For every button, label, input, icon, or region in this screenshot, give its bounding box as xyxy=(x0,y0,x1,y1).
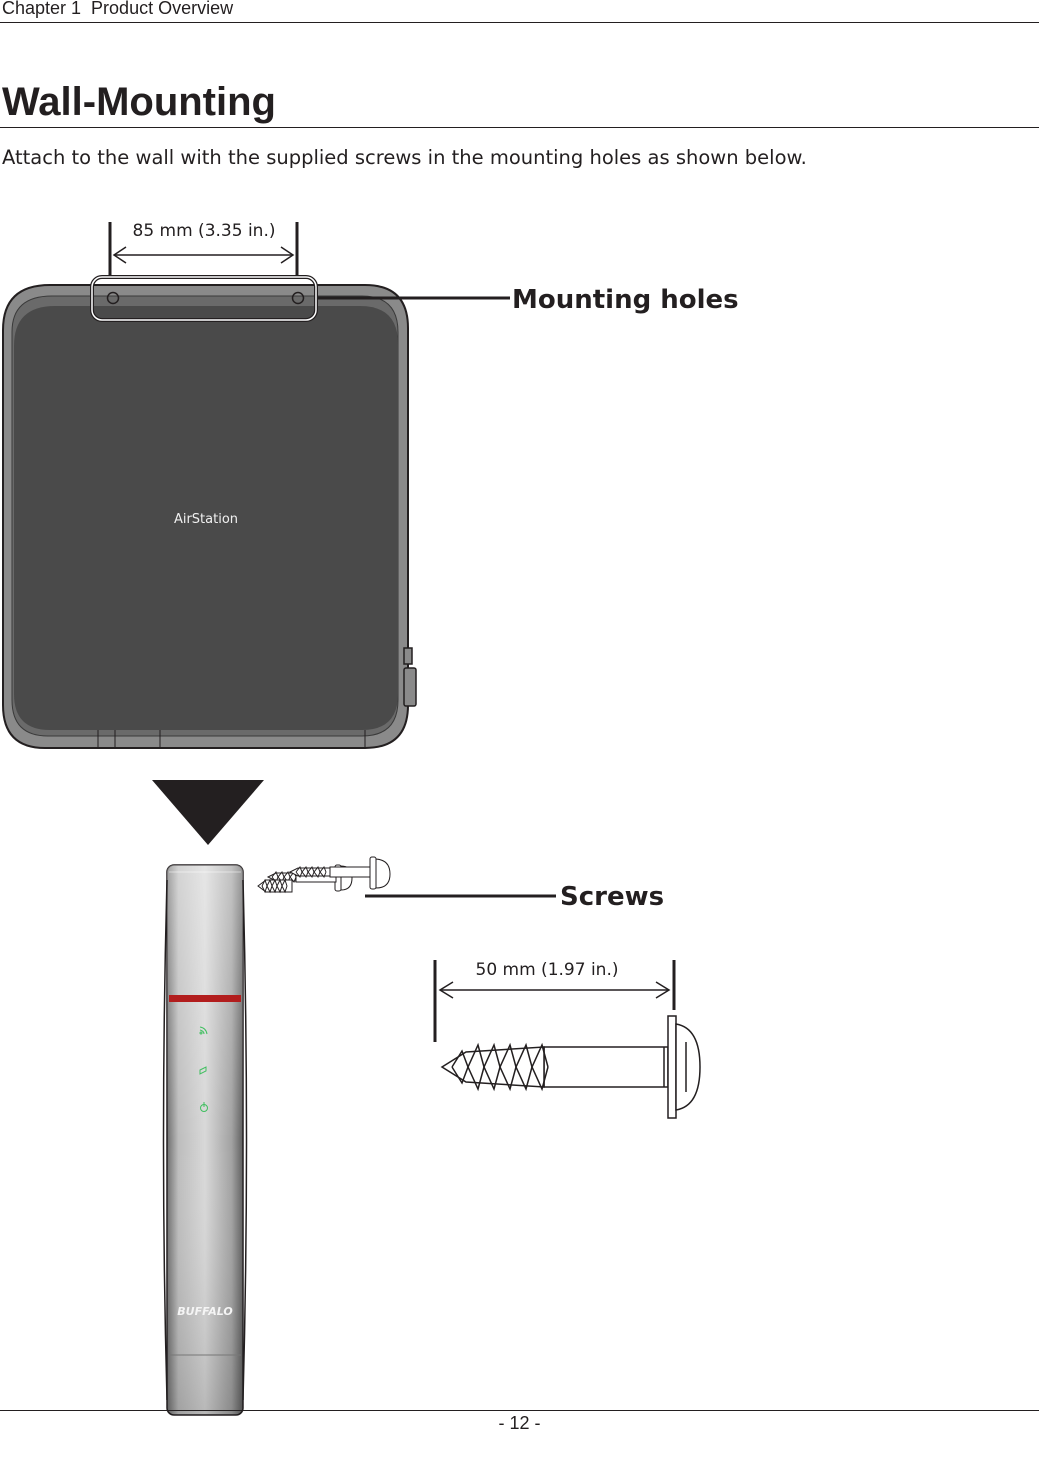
header-divider xyxy=(0,22,1039,23)
airstation-logo: AirStation xyxy=(174,512,238,527)
down-arrow-icon xyxy=(152,780,264,845)
screws-label: Screws xyxy=(560,882,664,912)
title-divider xyxy=(0,127,1039,128)
screws-callout: Screws xyxy=(365,882,664,912)
internet-led-icon xyxy=(199,1066,207,1075)
footer-divider xyxy=(0,1410,1039,1411)
wireless-led-icon xyxy=(199,1026,208,1035)
chapter-header: Chapter 1 Product Overview xyxy=(2,0,234,18)
mounting-hole-right xyxy=(291,291,305,305)
device-back-view: AirStation xyxy=(1,284,417,749)
power-led-icon xyxy=(200,1102,208,1112)
hole-spacing-label: 85 mm (3.35 in.) xyxy=(133,221,276,241)
hole-spacing-dimension: 85 mm (3.35 in.) xyxy=(108,221,299,275)
page-title: Wall-Mounting xyxy=(2,80,276,124)
screw-length-label: 50 mm (1.97 in.) xyxy=(476,960,619,980)
mounting-holes-callout: Mounting holes xyxy=(90,275,739,322)
intro-paragraph: Attach to the wall with the supplied scr… xyxy=(2,146,807,169)
screws-illustration xyxy=(257,856,391,894)
buffalo-logo: BUFFALO xyxy=(177,1305,232,1318)
screw-detail: 50 mm (1.97 in.) xyxy=(433,960,701,1119)
mounting-holes-label: Mounting holes xyxy=(512,285,739,315)
indicator-strip xyxy=(169,995,241,1002)
mounting-hole-left xyxy=(106,291,120,305)
page-number: - 12 - xyxy=(498,1413,541,1433)
device-side-view: BUFFALO xyxy=(162,864,248,1416)
